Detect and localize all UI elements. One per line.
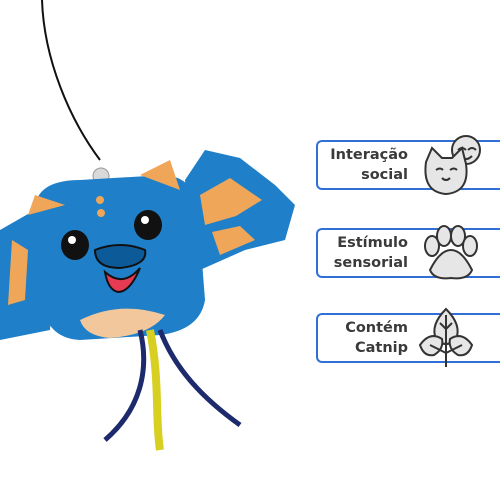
feature-label-line1: Contém	[345, 320, 408, 336]
ribbon-navy	[103, 329, 147, 442]
paw-print-icon	[424, 225, 478, 280]
cat-and-smiley-icon	[424, 135, 481, 196]
feature-label-line1: Estímulo	[337, 235, 408, 251]
feature-label-line2: Catnip	[354, 340, 408, 356]
feature-label-line2: sensorial	[333, 255, 408, 271]
catnip-leaf-icon	[418, 307, 474, 367]
feature-label: Contém Catnip	[345, 318, 408, 358]
feature-label-line1: Interação	[330, 147, 408, 163]
feature-label-line2: social	[361, 167, 408, 183]
ribbon-navy-2	[157, 329, 242, 428]
ribbon-yellow	[146, 329, 164, 451]
feature-sensory-stimulation: Estímulo sensorial	[316, 225, 500, 280]
feature-label: Estímulo sensorial	[334, 233, 408, 273]
hanging-string	[41, 0, 101, 161]
feature-label: Interação social	[330, 145, 408, 185]
feature-contains-catnip: Contém Catnip	[316, 307, 500, 367]
feature-social-interaction: Interação social	[316, 135, 500, 196]
dragon-toy-image	[0, 0, 295, 451]
